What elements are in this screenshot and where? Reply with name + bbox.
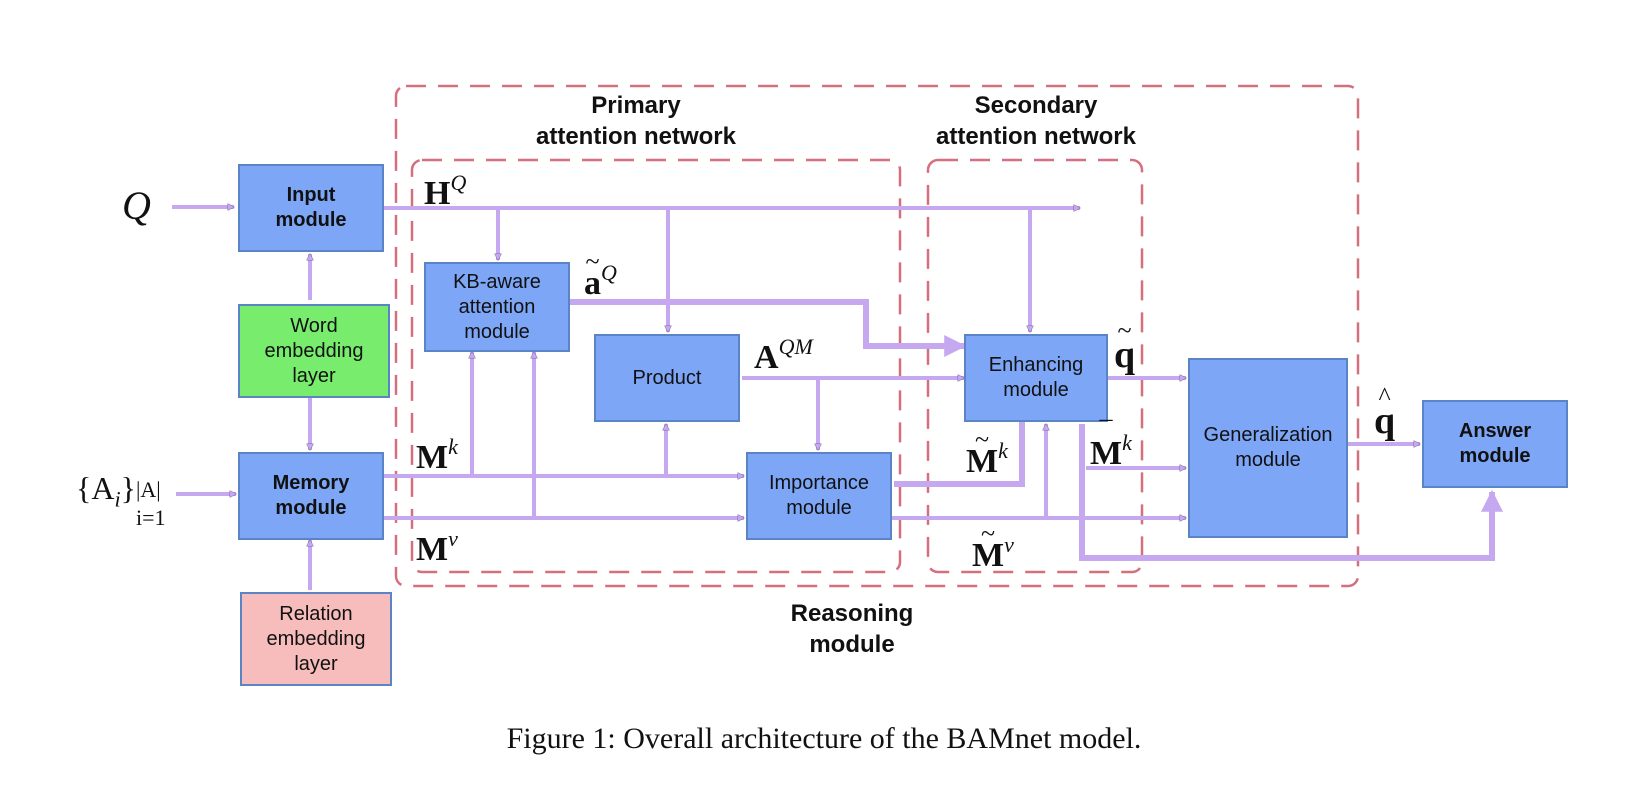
memory-module: Memory module [238, 452, 384, 540]
reasoning-module-label: Reasoning module [790, 600, 914, 659]
word-embedding-layer: Word embedding layer [238, 304, 390, 398]
generalization-module: Generalization module [1188, 358, 1348, 538]
arrow-importance-to-enhancing [894, 393, 1033, 487]
symbol-q-tilde: ~q [1114, 316, 1136, 376]
symbol-aqm: AQM [754, 334, 813, 376]
symbol-mv: Mv [416, 526, 458, 568]
symbol-m-tilde-v: ~Mv [972, 519, 1014, 574]
figure-caption: Figure 1: Overall architecture of the BA… [506, 722, 1142, 755]
reasoning-module-region [394, 84, 1360, 588]
importance-module: Importance module [746, 452, 892, 540]
arrow-enhancing-to-answer [1079, 424, 1503, 561]
relation-embedding-layer: Relation embedding layer [240, 592, 392, 686]
symbol-q: Q [122, 183, 151, 228]
secondary-attention-label: Secondary attention network [935, 92, 1136, 151]
symbol-m-tilde-k: ~Mk [966, 425, 1008, 480]
symbol-q-hat: ^q [1374, 382, 1396, 442]
kb-aware-attention-module: KB-aware attention module [424, 262, 570, 352]
input-module: Input module [238, 164, 384, 252]
arrow-aq-to-enhancing [570, 299, 967, 357]
symbol-mk: Mk [416, 434, 458, 476]
symbol-m-bar-k: ¯Mk [1090, 417, 1132, 472]
symbol-a-tilde-q: ~aQ [584, 247, 617, 302]
primary-attention-region [410, 158, 902, 574]
primary-attention-label: Primary attention network [535, 92, 736, 151]
answer-module: Answer module [1422, 400, 1568, 488]
secondary-attention-region [926, 158, 1144, 574]
enhancing-module: Enhancing module [964, 334, 1108, 422]
symbol-ai-set: {Ai}|A|i=1 [76, 470, 166, 530]
product-module: Product [594, 334, 740, 422]
symbol-hq: HQ [424, 170, 467, 212]
